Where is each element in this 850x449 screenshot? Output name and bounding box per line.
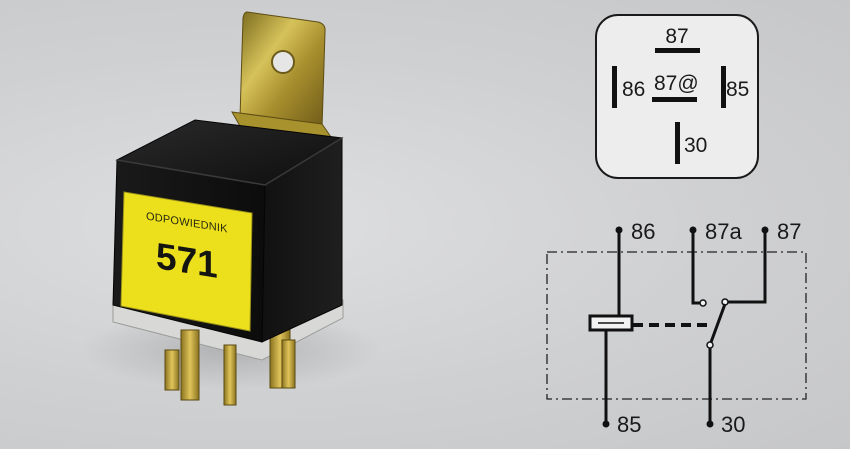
terminal-label-85: 85: [617, 412, 641, 437]
pin-label-86: 86: [622, 78, 645, 101]
terminal-label-87: 87: [777, 219, 801, 244]
relay-pins: [164, 329, 296, 406]
pin-label-85: 85: [726, 78, 749, 101]
terminal-label-30: 30: [721, 412, 745, 437]
terminal-label-86: 86: [631, 219, 655, 244]
pin-label-30: 30: [684, 134, 707, 157]
terminal-label-87a: 87a: [705, 219, 742, 244]
pin-label-87at: 87@: [654, 72, 699, 95]
pin-label-87: 87: [665, 25, 688, 48]
